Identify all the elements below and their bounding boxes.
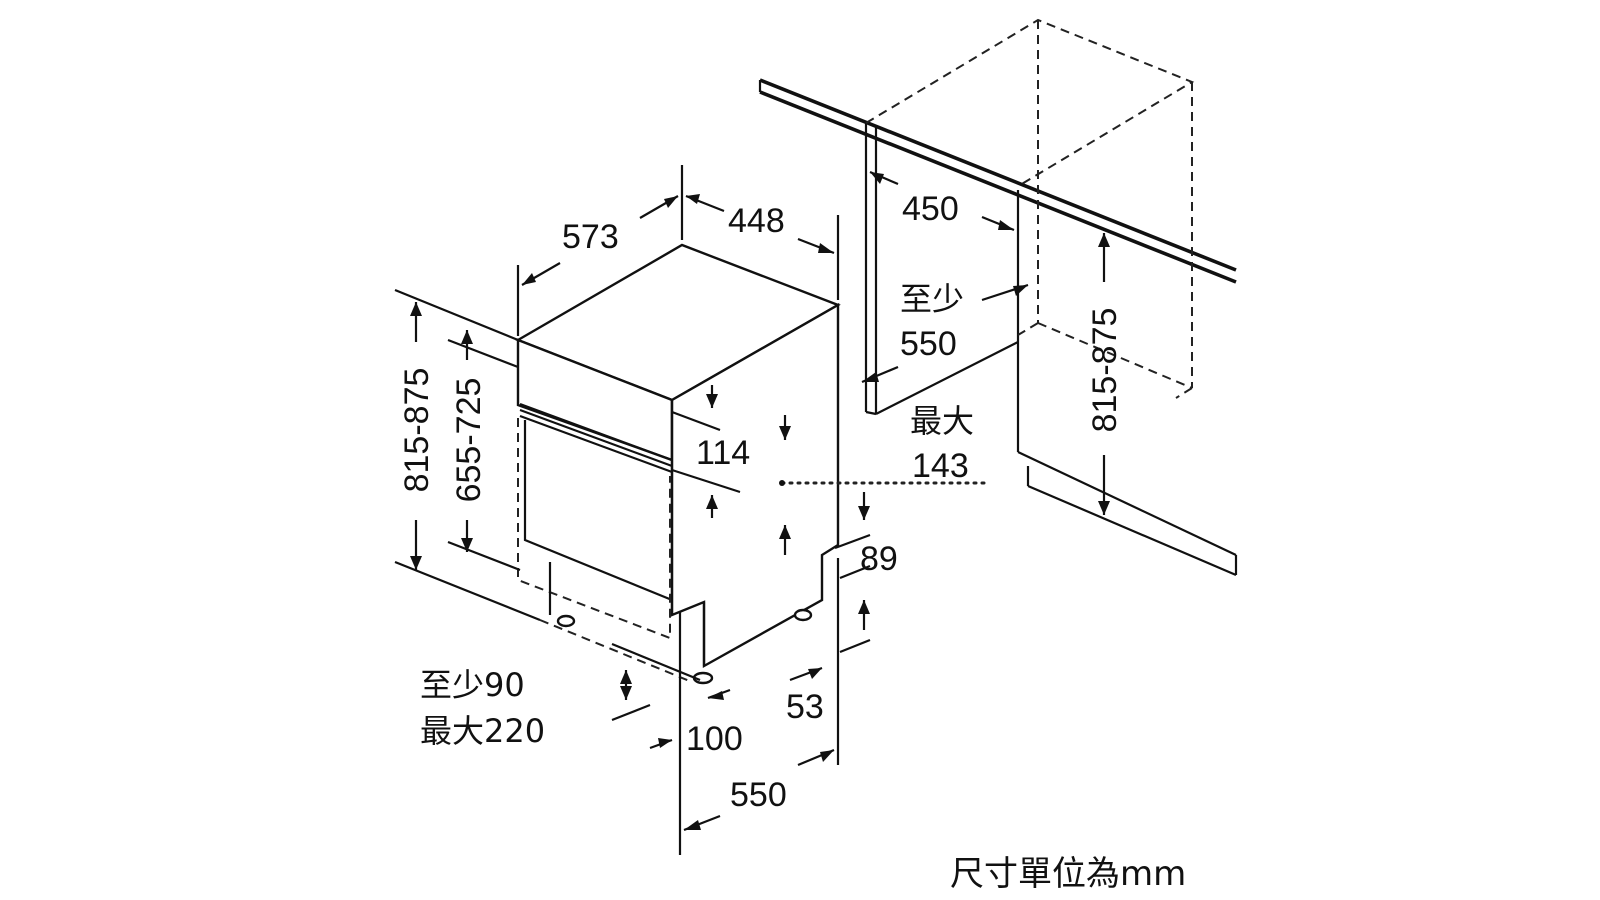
dishwasher-unit	[515, 243, 841, 685]
label-kick-89: 89	[860, 540, 898, 578]
label-depth-550: 550	[730, 776, 787, 814]
cabinet-niche	[758, 18, 1238, 577]
label-niche-depth-min: 至少	[900, 280, 964, 318]
label-foot-53: 53	[786, 688, 824, 726]
dimension-labels: 573 448 815-875 655-725 114 450 至少 550 最…	[398, 190, 1186, 894]
label-niche-width: 450	[902, 190, 959, 228]
label-height-body: 655-725	[450, 378, 488, 503]
label-top-width: 448	[728, 202, 785, 240]
label-niche-height: 815-875	[1086, 308, 1124, 433]
label-top-depth: 573	[562, 218, 619, 256]
label-plinth-min: 至少90	[420, 666, 525, 704]
label-max-value: 143	[912, 447, 969, 485]
label-max: 最大	[910, 402, 974, 440]
label-panel-114: 114	[696, 434, 750, 472]
arrowheads	[410, 172, 1110, 830]
label-plinth-max: 最大220	[420, 712, 545, 750]
label-foot-100: 100	[686, 720, 743, 758]
label-niche-depth-value: 550	[900, 325, 957, 363]
unit-note: 尺寸單位為mm	[950, 854, 1186, 894]
label-height-total: 815-875	[398, 368, 436, 493]
